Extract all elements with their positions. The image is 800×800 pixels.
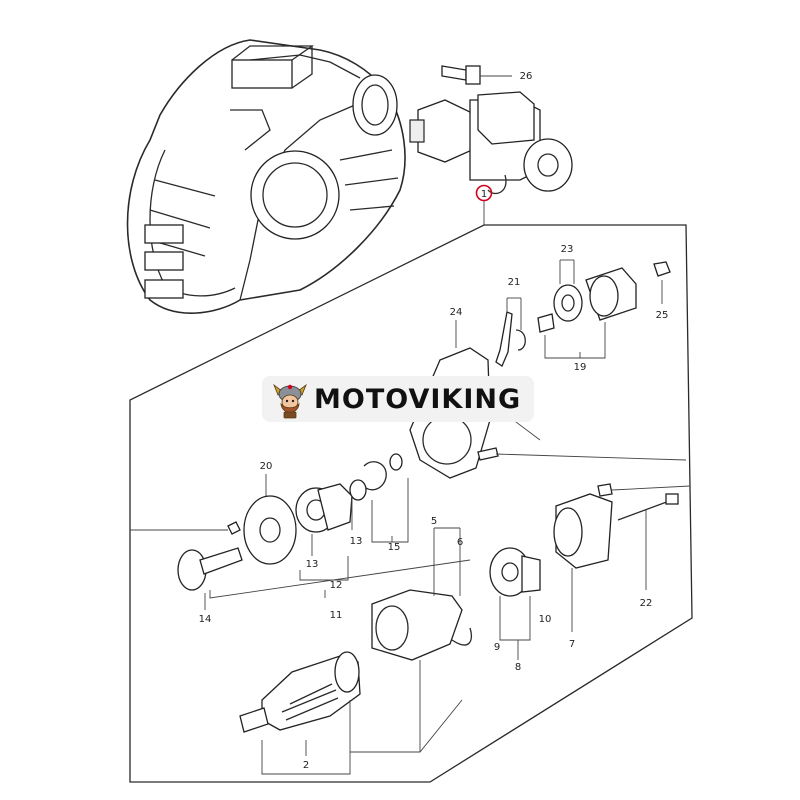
callout-6: 6 [457,537,463,548]
callout-7: 7 [569,639,575,650]
assembled-starter-motor [409,65,573,195]
callout-8: 8 [515,662,521,673]
callout-26: 26 [520,71,533,82]
exploded-view-frame [129,224,693,783]
motoviking-watermark: MOTOVIKING [262,376,534,422]
callout-5: 5 [431,516,437,527]
callout-25: 25 [656,310,669,321]
callout-22: 22 [640,598,653,609]
callout-13a: 13 [306,559,319,570]
callout-24: 24 [450,307,463,318]
callout-2: 2 [303,760,309,771]
callout-14: 14 [199,614,212,625]
callout-19: 19 [574,362,587,373]
callout-9: 9 [494,642,500,653]
callout-1-highlight [475,184,493,202]
viking-mascot-icon [273,383,307,419]
callout-13b: 13 [350,536,363,547]
callout-12: 12 [330,580,343,591]
callout-1: 1 [481,189,487,200]
callout-10: 10 [539,614,552,625]
callout-15: 15 [388,542,401,553]
callout-20: 20 [260,461,273,472]
callout-21: 21 [508,277,521,288]
flywheel-housing [126,39,406,314]
callout-23: 23 [561,244,574,255]
callout-11: 11 [330,610,343,621]
watermark-text: MOTOVIKING [314,383,522,415]
